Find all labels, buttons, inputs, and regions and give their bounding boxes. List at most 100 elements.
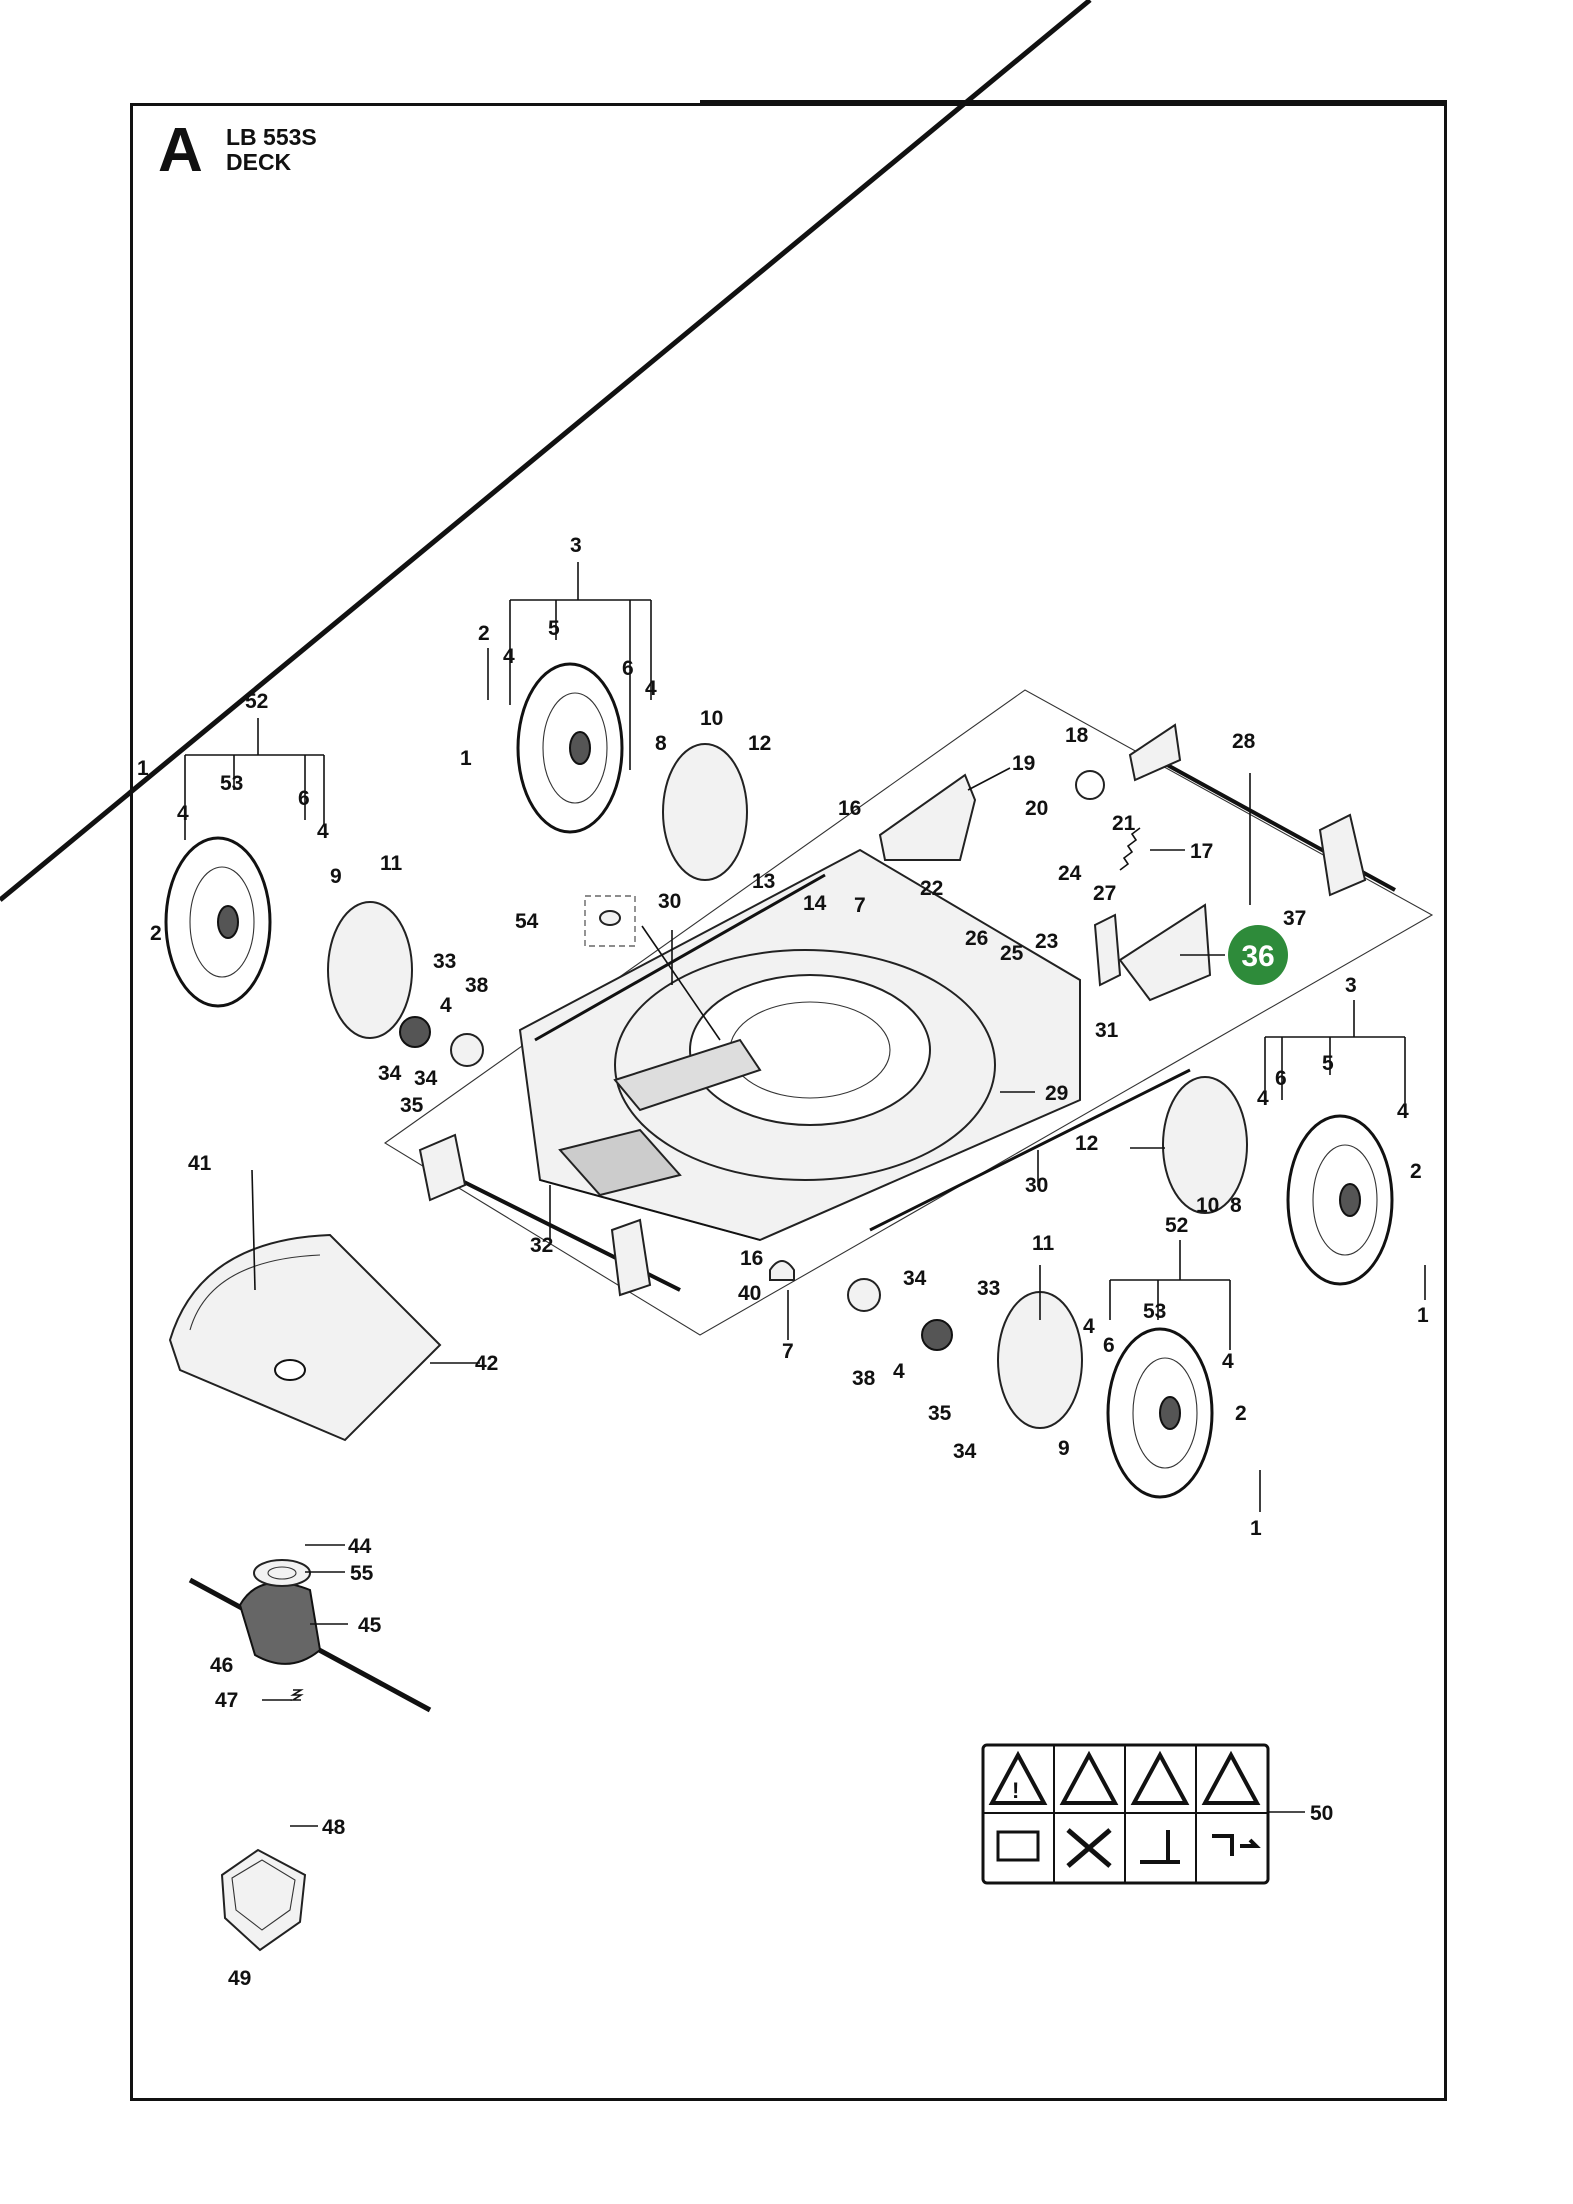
callout-10: 10 bbox=[700, 707, 723, 730]
callout-6: 6 bbox=[622, 657, 634, 680]
callout-30: 30 bbox=[658, 890, 681, 913]
callout-9: 9 bbox=[330, 865, 342, 888]
callout-12: 12 bbox=[748, 732, 771, 755]
callout-1: 1 bbox=[460, 747, 472, 770]
callout-labels: 3 2 4 5 6 4 1 8 10 12 18 28 19 16 20 21 … bbox=[137, 534, 1429, 1990]
keep-distance-icon bbox=[1140, 1830, 1180, 1864]
section-letter: A bbox=[158, 116, 203, 185]
callout-55: 55 bbox=[350, 1562, 374, 1585]
callout-45: 45 bbox=[358, 1614, 382, 1637]
callout-48: 48 bbox=[322, 1816, 346, 1839]
callout-34: 34 bbox=[903, 1267, 927, 1290]
callout-33: 33 bbox=[977, 1277, 1000, 1300]
callout-3: 3 bbox=[570, 534, 582, 557]
callout-18: 18 bbox=[1065, 724, 1089, 747]
callout-16: 16 bbox=[740, 1247, 763, 1270]
callout-4: 4 bbox=[177, 802, 189, 825]
front-bracket-bottom bbox=[610, 1218, 652, 1297]
callout-4: 4 bbox=[1083, 1315, 1095, 1338]
callout-37: 37 bbox=[1283, 907, 1306, 930]
callout-4: 4 bbox=[317, 820, 329, 843]
hand-hazard-icon bbox=[1059, 1750, 1119, 1805]
callout-33: 33 bbox=[433, 950, 456, 973]
bracket-27 bbox=[1093, 913, 1122, 987]
wheel-bottom bbox=[1106, 1327, 1214, 1499]
callout-26: 26 bbox=[965, 927, 988, 950]
callout-4: 4 bbox=[440, 994, 452, 1017]
callout-5: 5 bbox=[1322, 1052, 1334, 1075]
callout-2: 2 bbox=[1410, 1160, 1422, 1183]
callout-32: 32 bbox=[530, 1234, 553, 1257]
mower-deck bbox=[518, 848, 1081, 1242]
callout-3: 3 bbox=[1345, 974, 1357, 997]
callout-35: 35 bbox=[400, 1094, 424, 1117]
callout-2: 2 bbox=[1235, 1402, 1247, 1425]
disconnect-plug-icon bbox=[1212, 1834, 1261, 1856]
rear-bracket-left bbox=[1128, 723, 1182, 782]
leader-lines bbox=[184, 562, 1426, 1827]
callout-4: 4 bbox=[645, 677, 657, 700]
callout-38: 38 bbox=[465, 974, 489, 997]
callout-7: 7 bbox=[782, 1340, 794, 1363]
callout-40: 40 bbox=[738, 1282, 761, 1305]
rear-cover-42 bbox=[168, 1233, 442, 1442]
adjust-lever-21 bbox=[0, 0, 1092, 902]
plug-54-box bbox=[584, 895, 636, 947]
callout-53: 53 bbox=[220, 772, 243, 795]
callout-22: 22 bbox=[920, 877, 943, 900]
wheel-cover-10b bbox=[1162, 1076, 1248, 1214]
callout-30: 30 bbox=[1025, 1174, 1048, 1197]
svg-text:!: ! bbox=[1012, 1778, 1019, 1803]
callout-1: 1 bbox=[1417, 1304, 1429, 1327]
callout-29: 29 bbox=[1045, 1082, 1068, 1105]
callout-21: 21 bbox=[1112, 812, 1136, 835]
callout-54: 54 bbox=[515, 910, 539, 933]
wheel-left bbox=[164, 836, 272, 1008]
diagram-frame bbox=[130, 103, 1447, 2101]
callout-6: 6 bbox=[298, 787, 310, 810]
callout-28: 28 bbox=[1232, 730, 1256, 753]
callout-4: 4 bbox=[1397, 1100, 1409, 1123]
frame-top-edge bbox=[700, 100, 1447, 103]
wheel-top bbox=[516, 662, 624, 834]
callout-38: 38 bbox=[852, 1367, 876, 1390]
callout-4: 4 bbox=[1257, 1087, 1269, 1110]
callout-8: 8 bbox=[655, 732, 667, 755]
callout-23: 23 bbox=[1035, 930, 1058, 953]
callout-50: 50 bbox=[1310, 1802, 1333, 1825]
front-bracket-left bbox=[418, 1133, 467, 1202]
bushing-38b bbox=[847, 1278, 881, 1312]
model-name: LB 553S bbox=[226, 124, 317, 150]
rear-bracket-right bbox=[1318, 813, 1367, 897]
bracket-36 bbox=[1118, 903, 1212, 1002]
callout-17: 17 bbox=[1190, 840, 1213, 863]
callout-4: 4 bbox=[1222, 1350, 1234, 1373]
callout-47: 47 bbox=[215, 1689, 238, 1712]
callout-25: 25 bbox=[1000, 942, 1024, 965]
no-hands-icon bbox=[1066, 1828, 1112, 1868]
callout-13: 13 bbox=[752, 870, 775, 893]
wheel-right bbox=[1286, 1114, 1394, 1286]
callout-24: 24 bbox=[1058, 862, 1082, 885]
callout-52: 52 bbox=[245, 690, 268, 713]
callout-27: 27 bbox=[1093, 882, 1116, 905]
callout-2: 2 bbox=[150, 922, 162, 945]
callout-1: 1 bbox=[1250, 1517, 1262, 1540]
callout-5: 5 bbox=[548, 617, 560, 640]
callout-31: 31 bbox=[1095, 1019, 1119, 1042]
callout-4: 4 bbox=[893, 1360, 905, 1383]
callout-44: 44 bbox=[348, 1535, 372, 1558]
gear-35b bbox=[921, 1319, 953, 1351]
callout-46: 46 bbox=[210, 1654, 233, 1677]
bushing-38a bbox=[450, 1033, 484, 1067]
callout-4: 4 bbox=[503, 645, 515, 668]
manual-book-icon bbox=[996, 1830, 1040, 1862]
callout-7: 7 bbox=[854, 894, 866, 917]
callout-35: 35 bbox=[928, 1402, 952, 1425]
spring-47 bbox=[290, 1689, 304, 1701]
section-title: DECK bbox=[226, 149, 292, 175]
callout-34: 34 bbox=[414, 1067, 438, 1090]
wheel-cover-10a bbox=[662, 743, 748, 881]
callout-1: 1 bbox=[137, 757, 149, 780]
